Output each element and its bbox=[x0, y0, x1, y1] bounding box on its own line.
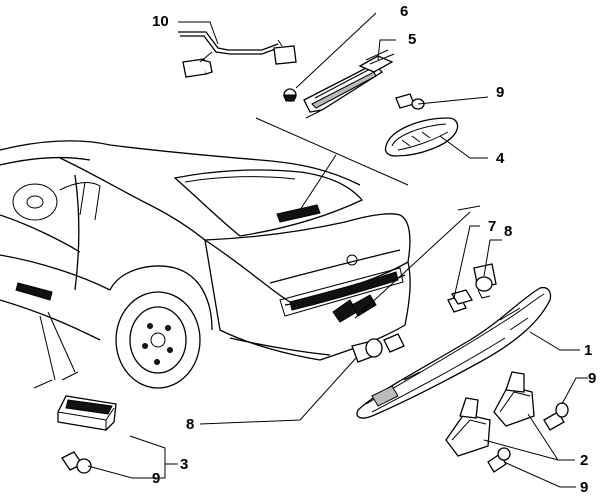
leader-tick bbox=[457, 205, 481, 211]
part-plate-lamps bbox=[445, 371, 535, 457]
part-bulbs-holders bbox=[351, 263, 497, 363]
part-wiring-harness bbox=[178, 31, 297, 78]
divider-line bbox=[255, 117, 409, 186]
callout-1: 1 bbox=[584, 342, 592, 359]
callout-3: 3 bbox=[180, 456, 188, 473]
callout-9-right: 9 bbox=[588, 370, 596, 387]
leader-ticks bbox=[33, 371, 79, 389]
part-rear-light-strip bbox=[356, 286, 552, 419]
leader-door-lamp-a bbox=[39, 315, 56, 381]
callout-6: 6 bbox=[400, 3, 408, 20]
callout-10: 10 bbox=[152, 13, 169, 30]
car-illustration bbox=[0, 140, 411, 389]
callout-7: 7 bbox=[488, 218, 496, 235]
part-side-repeater bbox=[384, 117, 459, 157]
part-brake-lamp-assembly bbox=[283, 49, 395, 119]
part-courtesy-lamp bbox=[57, 395, 117, 474]
callout-2: 2 bbox=[580, 452, 588, 469]
part-bulb-top bbox=[395, 93, 425, 110]
callout-4: 4 bbox=[496, 150, 505, 167]
leader-lines bbox=[87, 12, 588, 488]
leader-plate-lamp bbox=[354, 211, 471, 319]
callout-9-top: 9 bbox=[496, 84, 504, 101]
callout-8-top: 8 bbox=[504, 223, 512, 240]
part-bulbs-right bbox=[487, 402, 569, 473]
leader-brake-lamp bbox=[299, 154, 337, 211]
callout-5: 5 bbox=[408, 31, 416, 48]
callout-9-bottom-right: 9 bbox=[580, 479, 588, 496]
callout-9-bottom-left: 9 bbox=[152, 470, 160, 487]
leader-door-lamp-b bbox=[47, 311, 76, 373]
callout-8-bottom: 8 bbox=[186, 416, 194, 433]
